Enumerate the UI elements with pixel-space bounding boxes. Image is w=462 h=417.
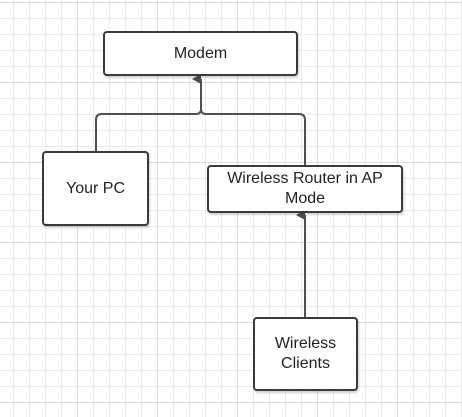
your-pc-label: Your PC [66,179,125,197]
wireless-clients-label: Wireless Clients [274,335,337,372]
wireless-router-label: Wireless Router in AP Mode [227,170,383,207]
modem-node[interactable]: Modem [103,31,298,76]
modem-label: Modem [173,44,228,62]
your-pc-node[interactable]: Your PC [42,151,149,226]
connector-pc-to-modem [95,79,202,151]
wireless-clients-node[interactable]: Wireless Clients [253,317,358,391]
wireless-router-node[interactable]: Wireless Router in AP Mode [207,165,403,213]
connector-router-to-modem [192,74,306,165]
